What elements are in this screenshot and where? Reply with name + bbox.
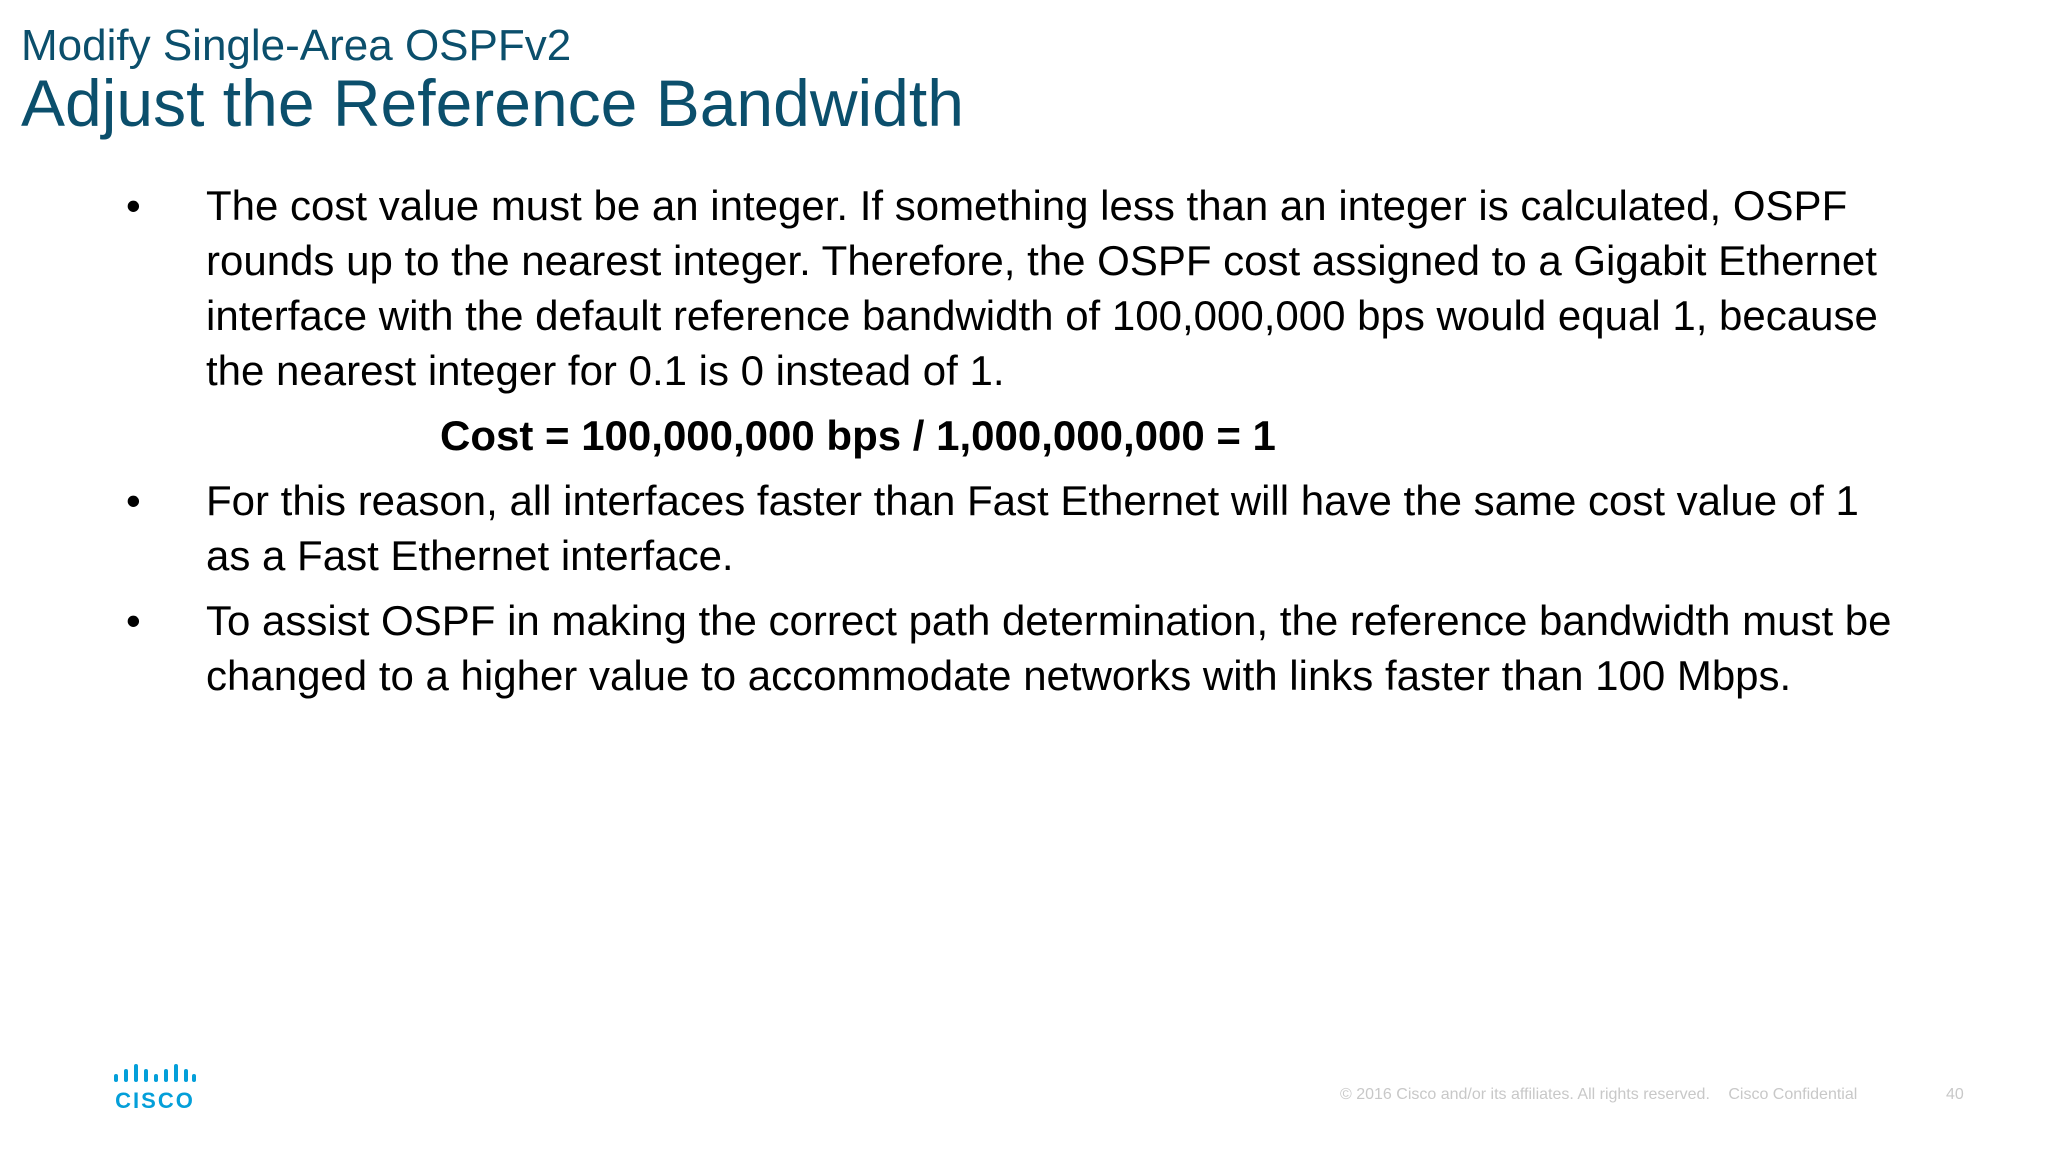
bullet-marker: • [126,182,141,229]
cisco-bars-icon [114,1064,196,1082]
bullet-text: To assist OSPF in making the correct pat… [206,597,1892,699]
slide-subtitle: Modify Single-Area OSPFv2 [21,21,572,70]
bullet-marker: • [126,597,141,644]
bullet-item: • The cost value must be an integer. If … [120,178,1960,398]
title-block: Modify Single-Area OSPFv2 Adjust the Ref… [21,20,964,140]
page-number: 40 [1946,1086,1964,1103]
bullet-item: • To assist OSPF in making the correct p… [120,593,1960,703]
cisco-logo: CISCO [112,1064,198,1114]
bullet-item: • For this reason, all interfaces faster… [120,473,1960,583]
cisco-wordmark: CISCO [115,1088,195,1113]
copyright-text: © 2016 Cisco and/or its affiliates. All … [1340,1086,1710,1103]
confidential-text: Cisco Confidential [1728,1086,1858,1103]
footer: © 2016 Cisco and/or its affiliates. All … [1340,1086,1871,1104]
slide-title: Adjust the Reference Bandwidth [21,66,964,140]
bullet-marker: • [126,477,141,524]
bullet-text: The cost value must be an integer. If so… [206,182,1878,394]
cost-formula: Cost = 100,000,000 bps / 1,000,000,000 =… [440,412,1276,459]
bullet-text: For this reason, all interfaces faster t… [206,477,1859,579]
slide-content: • The cost value must be an integer. If … [120,178,1960,703]
